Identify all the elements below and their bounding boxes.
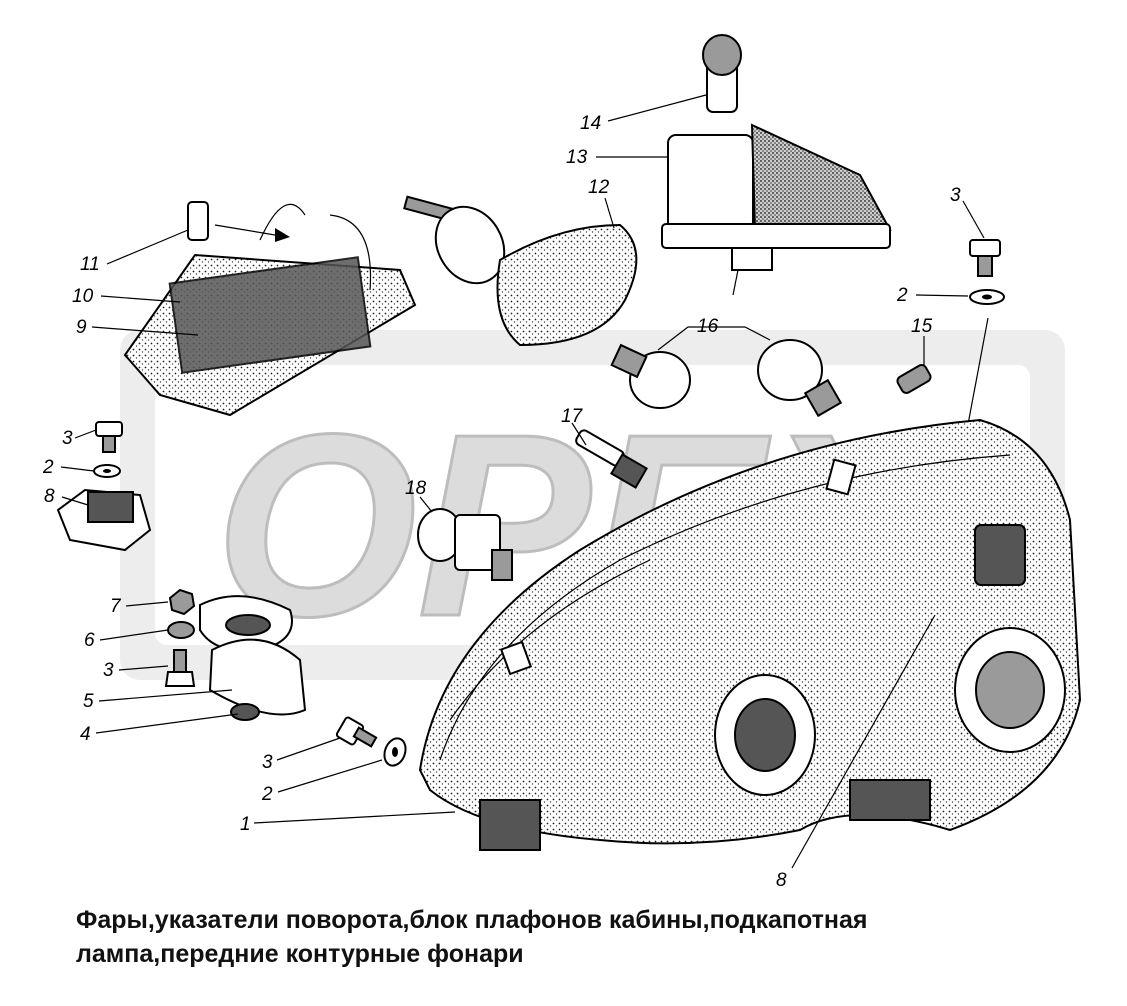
part-14-bulb <box>702 34 742 113</box>
part-2-washer-bottom <box>383 737 407 767</box>
part-3-bolt-left <box>95 421 123 453</box>
callout-11: 11 <box>80 254 100 275</box>
part-6-washer <box>167 621 195 639</box>
part-15-small-bulb <box>896 364 932 394</box>
part-7-nut <box>168 588 196 616</box>
callout-8: 8 <box>776 870 787 891</box>
callout-1: 1 <box>240 814 251 835</box>
callout-3: 3 <box>103 660 114 681</box>
callout-9: 9 <box>76 317 87 338</box>
callout-16: 16 <box>697 316 719 337</box>
part-16-bulbs <box>610 339 843 418</box>
part-12-turn-indicator <box>403 195 638 347</box>
part-3-screw-left <box>164 649 196 687</box>
callout-4: 4 <box>80 724 91 745</box>
callout-7: 7 <box>110 596 122 617</box>
caption-line-2: лампа,передние контурные фонари <box>76 940 524 968</box>
callout-12: 12 <box>588 177 610 198</box>
part-17-capsule-bulb <box>575 429 648 489</box>
part-2-washer-left <box>93 464 121 478</box>
callout-8: 8 <box>44 486 55 507</box>
caption-line-1: Фары,указатели поворота,блок плафонов ка… <box>76 906 868 934</box>
callout-2: 2 <box>896 285 908 306</box>
callout-17: 17 <box>561 406 584 427</box>
callout-13: 13 <box>566 147 588 168</box>
callout-15: 15 <box>911 316 933 337</box>
callout-labels: 14 13 12 11 10 9 3 2 16 15 17 3 2 8 18 7… <box>42 113 961 891</box>
callout-14: 14 <box>580 113 601 134</box>
part-5-gasket <box>199 595 293 652</box>
part-8-marker-lamp <box>56 488 152 552</box>
diagram-caption: Фары,указатели поворота,блок плафонов ка… <box>76 903 1076 971</box>
callout-5: 5 <box>83 691 94 712</box>
part-18-h4-bulb <box>417 508 513 581</box>
part-4-lamp-housing <box>208 638 307 721</box>
callout-6: 6 <box>84 630 95 651</box>
callout-18: 18 <box>405 478 427 499</box>
leader-lines <box>60 94 985 869</box>
part-1-headlamp <box>418 418 1082 851</box>
part-9-cabin-lamp-block <box>123 201 417 417</box>
callout-3: 3 <box>262 752 273 773</box>
callout-10: 10 <box>72 286 94 307</box>
parts-diagram: ОРЕХ <box>42 34 1082 891</box>
part-3-bolt-bottom <box>335 716 378 748</box>
callout-3: 3 <box>950 185 961 206</box>
part-13-underhood-lamp <box>661 123 892 296</box>
callout-2: 2 <box>42 457 54 478</box>
part-2-washer-top-right <box>969 289 1005 305</box>
callout-3: 3 <box>62 428 73 449</box>
callout-2: 2 <box>261 784 273 805</box>
part-3-bolt-top-right <box>969 239 1001 277</box>
